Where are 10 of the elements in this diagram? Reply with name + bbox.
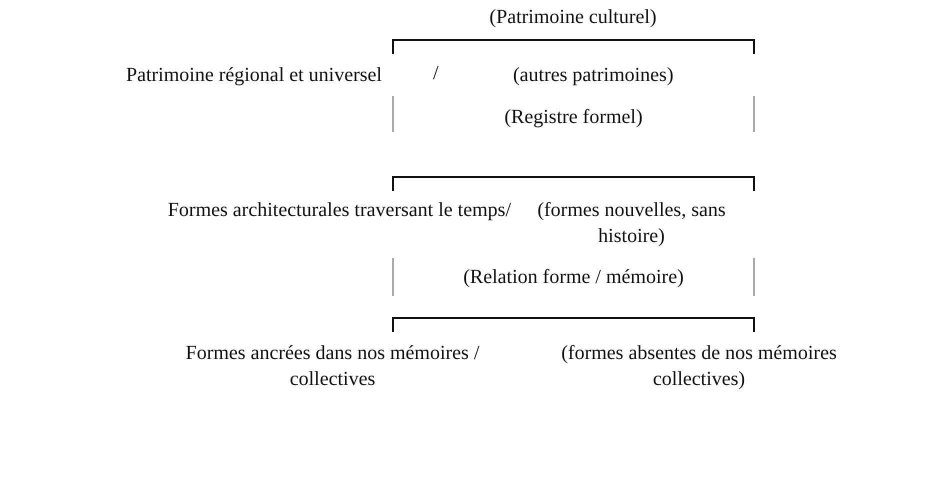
- concept-label: (formes nouvelles, sans histoire): [536, 198, 727, 249]
- concept-label: (Registre formel): [504, 105, 643, 130]
- concept-label: (Patrimoine culturel): [489, 5, 657, 30]
- concept-label: (formes absentes de nos mémoires collectives): [560, 341, 838, 392]
- concept-label: Formes architecturales traversant le temps/: [168, 198, 511, 223]
- concept-label: (autres patrimoines): [513, 63, 674, 88]
- concept-label: (Relation forme / mémoire): [463, 265, 684, 290]
- concept-label: Formes ancrées dans nos mémoires / collectives: [184, 341, 480, 392]
- concept-label: Patrimoine régional et universel: [126, 63, 382, 88]
- separator-slash: /: [433, 62, 439, 85]
